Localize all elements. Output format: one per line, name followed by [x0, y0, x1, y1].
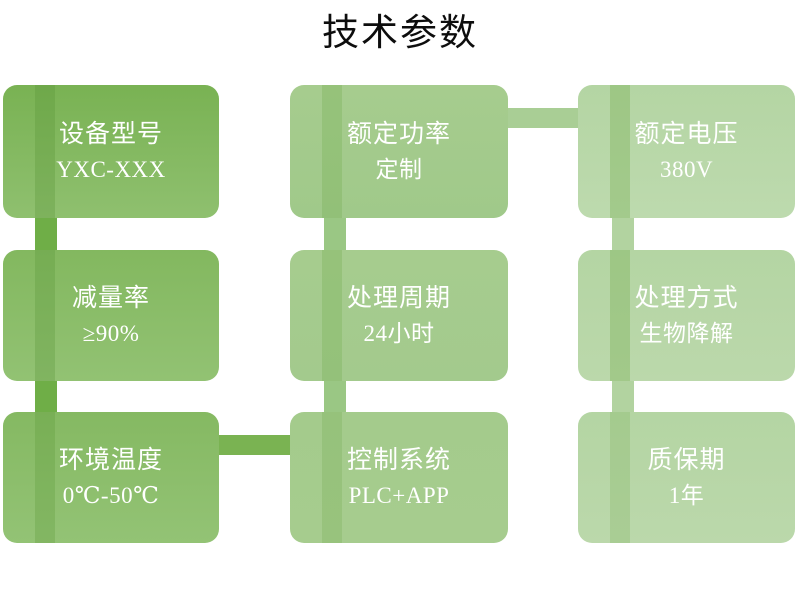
connector-vertical-col2-row1-row2: [324, 205, 346, 263]
card-accent-tab: [322, 250, 342, 381]
card-label: 质保期: [647, 446, 726, 474]
card-label: 处理方式: [634, 284, 739, 312]
card-accent-tab: [35, 250, 55, 381]
card-accent-tab: [35, 412, 55, 543]
card-rated-power[interactable]: 额定功率 定制: [290, 85, 508, 218]
connector-vertical-col1-row2-row3: [35, 368, 57, 426]
card-accent-tab: [322, 85, 342, 218]
card-value: ≥90%: [82, 320, 140, 346]
card-label: 额定电压: [634, 120, 739, 148]
connector-vertical-col2-row2-row3: [324, 368, 346, 426]
card-treatment-method[interactable]: 处理方式 生物降解: [578, 250, 795, 381]
card-value: YXC-XXX: [56, 156, 166, 182]
card-accent-tab: [610, 412, 630, 543]
card-value: 0℃-50℃: [62, 482, 160, 508]
card-accent-tab: [35, 85, 55, 218]
connector-vertical-col3-row2-row3: [612, 368, 634, 426]
card-label: 处理周期: [346, 284, 451, 312]
card-label: 控制系统: [346, 446, 451, 474]
card-warranty-period[interactable]: 质保期 1年: [578, 412, 795, 543]
slide-title: 技术参数: [322, 13, 478, 54]
card-value: 380V: [659, 156, 714, 182]
card-accent-tab: [322, 412, 342, 543]
card-value: 1年: [668, 482, 705, 508]
card-value: 生物降解: [639, 320, 734, 346]
card-equipment-model[interactable]: 设备型号 YXC-XXX: [3, 85, 219, 218]
card-label: 环境温度: [58, 446, 163, 474]
card-label: 减量率: [71, 284, 150, 312]
card-control-system[interactable]: 控制系统 PLC+APP: [290, 412, 508, 543]
card-label: 额定功率: [346, 120, 451, 148]
connector-vertical-col3-row1-row2: [612, 205, 634, 263]
card-rated-voltage[interactable]: 额定电压 380V: [578, 85, 795, 218]
card-ambient-temperature[interactable]: 环境温度 0℃-50℃: [3, 412, 219, 543]
card-label: 设备型号: [58, 120, 163, 148]
card-reduction-rate[interactable]: 减量率 ≥90%: [3, 250, 219, 381]
card-value: 定制: [375, 156, 423, 182]
card-accent-tab: [610, 85, 630, 218]
card-value: 24小时: [363, 320, 435, 346]
connector-vertical-col1-row1-row2: [35, 205, 57, 263]
card-accent-tab: [610, 250, 630, 381]
card-treatment-cycle[interactable]: 处理周期 24小时: [290, 250, 508, 381]
card-value: PLC+APP: [348, 482, 450, 508]
